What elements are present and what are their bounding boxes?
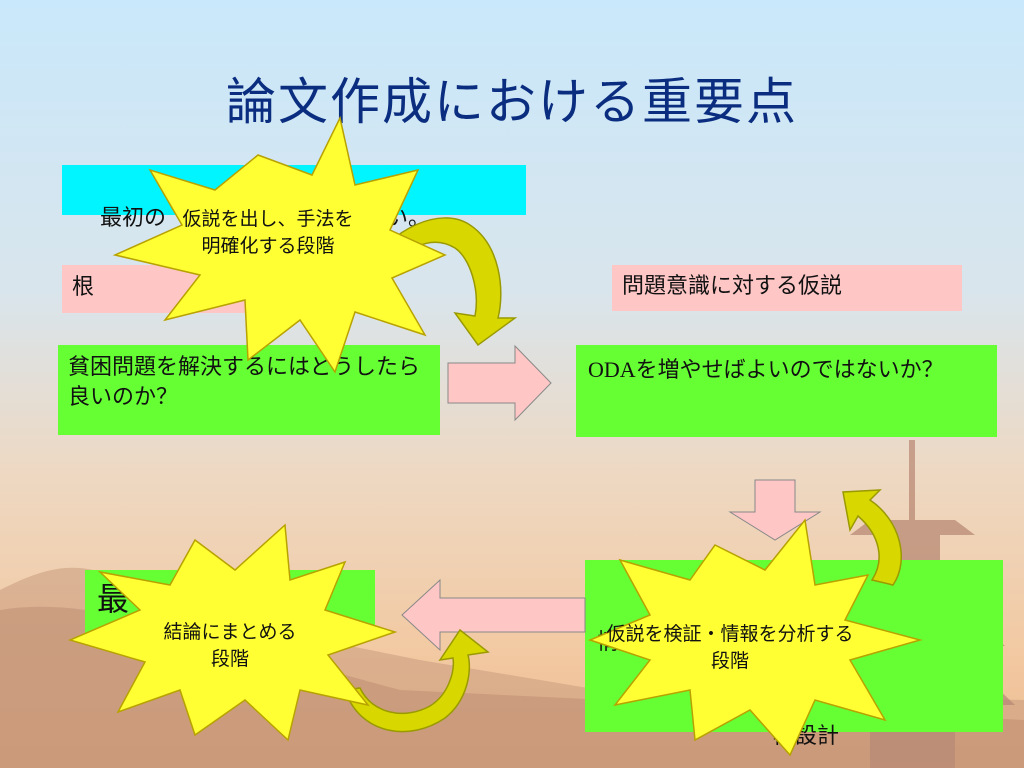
- hypothesis-label-text: 問題意識に対する仮説: [622, 274, 843, 299]
- info-analysis-line2: 再設計: [597, 724, 840, 749]
- slide-title: 論文作成における重要点: [226, 73, 798, 131]
- star-label-hypothesis: 仮説を出し、手法を明確化する段階: [182, 208, 354, 257]
- star-label-verification: 仮説を検証・情報を分析する段階: [606, 623, 854, 672]
- oda-hypothesis-box: ODAを増やせばよいのではないか？: [576, 345, 997, 437]
- problem-text: 貧困問題を解決するにはどうしたら良いのか？: [68, 355, 421, 410]
- conclusion-text: 最: [97, 580, 130, 618]
- root-question-box: 根: [62, 265, 360, 313]
- problem-box: 貧困問題を解決するにはどうしたら良いのか？: [58, 345, 440, 435]
- star-label-conclusion: 結論にまとめる段階: [163, 621, 297, 670]
- oda-text: を増やせばよいのではないか？: [635, 358, 944, 383]
- oda-text-prefix: ODA: [588, 357, 636, 382]
- hypothesis-label-box: 問題意識に対する仮説: [612, 265, 962, 311]
- root-question-text: 根: [72, 275, 95, 300]
